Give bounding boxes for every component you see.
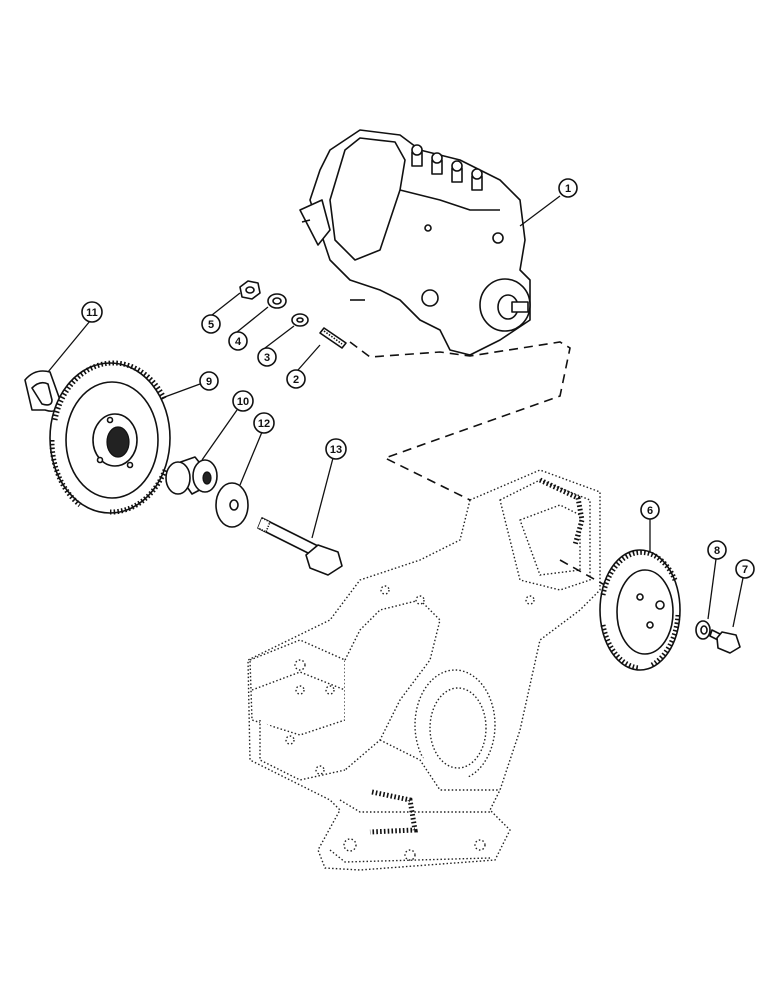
callout-6: 6 — [640, 500, 660, 520]
callout-label: 1 — [565, 183, 571, 195]
callout-11: 11 — [81, 301, 103, 323]
callout-label: 10 — [237, 396, 249, 408]
stud — [319, 327, 347, 349]
cap-screw-short — [709, 629, 741, 654]
pump-gear — [599, 549, 681, 671]
callout-3: 3 — [257, 347, 277, 367]
callout-9: 9 — [199, 371, 219, 391]
callout-label: 11 — [86, 307, 98, 319]
callout-label: 13 — [330, 444, 342, 456]
callout-12: 12 — [253, 412, 275, 434]
lock-washer — [267, 293, 287, 309]
callout-label: 12 — [258, 418, 270, 430]
nut — [239, 280, 261, 300]
callout-4: 4 — [228, 331, 248, 351]
callout-label: 8 — [714, 545, 720, 557]
callout-1: 1 — [558, 178, 578, 198]
callout-5: 5 — [201, 314, 221, 334]
callout-label: 9 — [206, 376, 212, 388]
lock-washer-gear — [695, 620, 711, 640]
cap-screw-long — [257, 517, 343, 576]
callout-label: 6 — [647, 505, 653, 517]
gear-hub — [165, 456, 218, 495]
thrust-washer — [24, 370, 61, 413]
callout-10: 10 — [232, 390, 254, 412]
pump-drive-gear — [49, 360, 171, 515]
injection-pump — [299, 129, 531, 356]
flat-washer-large — [215, 482, 249, 528]
callout-label: 4 — [235, 336, 242, 348]
callout-label: 5 — [208, 319, 214, 331]
callout-label: 2 — [293, 374, 299, 386]
callout-8: 8 — [707, 540, 727, 560]
callout-label: 7 — [742, 564, 748, 576]
leader-lines — [47, 195, 744, 628]
washer-small — [291, 313, 309, 327]
callout-2: 2 — [286, 369, 306, 389]
alignment-dashed-lines — [349, 341, 611, 589]
callout-label: 3 — [264, 352, 270, 364]
timing-gear-housing — [247, 469, 601, 871]
callout-13: 13 — [325, 438, 347, 460]
callout-7: 7 — [735, 559, 755, 579]
